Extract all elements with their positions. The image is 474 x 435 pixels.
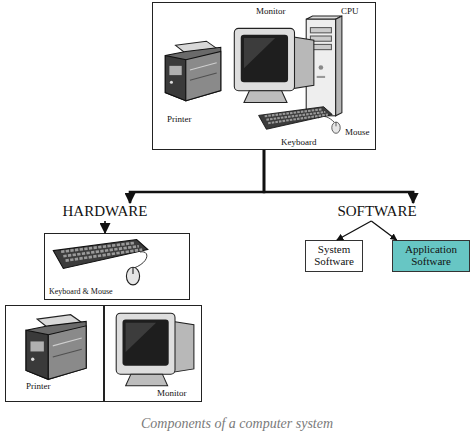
- box-label: Printer: [26, 382, 51, 391]
- box-label: System Software: [306, 244, 362, 267]
- mouse-illustration: [126, 267, 139, 285]
- box-label: Monitor: [157, 389, 187, 398]
- category-heading: SOFTWARE: [320, 203, 434, 221]
- printer-illustration: [26, 315, 86, 380]
- part-label: CPU: [341, 7, 359, 16]
- connector-arrow: [264, 150, 413, 203]
- hardware-box: Keyboard & Mouse: [44, 233, 190, 300]
- connectors: [105, 150, 413, 240]
- system-box: Monitor CPU PrinterKeyboard Mouse: [152, 2, 376, 150]
- keyboard-illustration: [259, 107, 333, 130]
- part-label: Keyboard: [281, 138, 317, 147]
- keyboard-mouse-illustration: [53, 240, 147, 285]
- box-label: Keyboard & Mouse: [49, 288, 113, 296]
- system-illustration: [165, 16, 342, 133]
- monitor-illustration: [116, 313, 194, 385]
- software-box: Application Software: [392, 240, 470, 272]
- figure-caption: Components of a computer system: [0, 416, 474, 432]
- printer-illustration: [165, 41, 221, 101]
- hardware-box: Printer: [5, 305, 104, 402]
- connector-arrow: [337, 221, 371, 240]
- category-heading: HARDWARE: [55, 203, 155, 221]
- box-label: Application Software: [393, 244, 469, 267]
- software-box: System Software: [305, 240, 363, 272]
- connector-arrow: [104, 221, 106, 233]
- mouse-cable: [134, 252, 147, 268]
- mouse-illustration: [332, 122, 340, 133]
- connector-arrow: [130, 150, 264, 203]
- heading-text: SOFTWARE: [337, 204, 416, 220]
- hardware-box: Monitor: [104, 305, 202, 402]
- part-label: Monitor: [256, 7, 286, 16]
- connector-arrow: [371, 221, 396, 240]
- heading-text: HARDWARE: [63, 204, 148, 220]
- part-label: Printer: [167, 115, 192, 124]
- keyboard-illustration: [53, 240, 147, 269]
- monitor-illustration: [234, 28, 314, 102]
- part-label: Mouse: [345, 128, 370, 137]
